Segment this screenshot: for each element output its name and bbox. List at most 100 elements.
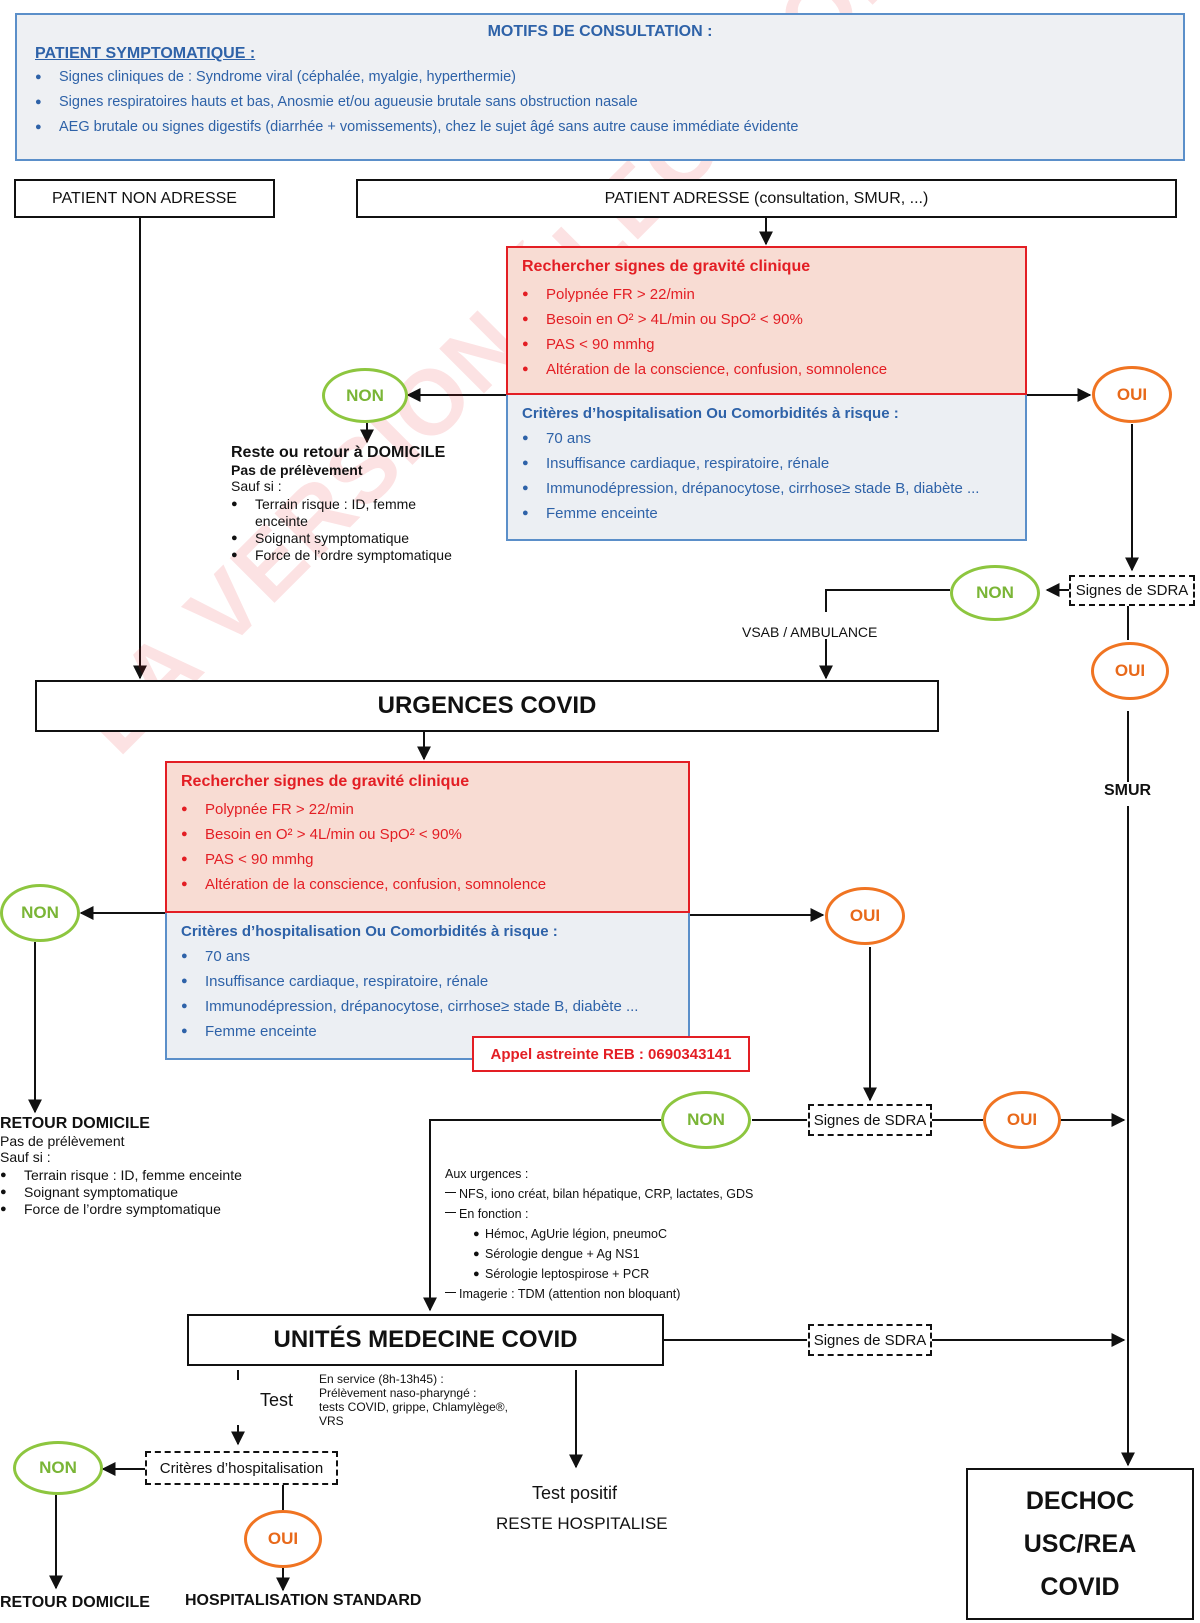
list-item: Signes cliniques de : Syndrome viral (cé… xyxy=(35,65,1165,90)
list-item: Insuffisance cardiaque, respiratoire, ré… xyxy=(181,969,674,994)
unites-medecine-label: UNITÉS MEDECINE COVID xyxy=(273,1326,578,1353)
list-item: Insuffisance cardiaque, respiratoire, ré… xyxy=(522,451,1011,476)
signes-sdra-2: Signes de SDRA xyxy=(808,1104,932,1136)
list-item: Altération de la conscience, confusion, … xyxy=(181,872,674,897)
oui-oval-3: OUI xyxy=(825,887,905,945)
domicile-1-title: Reste ou retour à DOMICILE xyxy=(231,444,446,461)
urgences-covid-box: URGENCES COVID xyxy=(35,680,939,732)
domicile-2-block: RETOUR DOMICILE Pas de prélèvement Sauf … xyxy=(0,1115,300,1218)
oui-label: OUI xyxy=(1114,661,1146,680)
oui-label: OUI xyxy=(267,1529,299,1548)
en-service-block: En service (8h-13h45) : Prélèvement naso… xyxy=(319,1372,559,1428)
list-item: 70 ans xyxy=(181,944,674,969)
gravite-list: Polypnée FR > 22/min Besoin en O² > 4L/m… xyxy=(522,282,1011,382)
gravite-list: Polypnée FR > 22/min Besoin en O² > 4L/m… xyxy=(181,797,674,897)
patient-non-adresse-label: PATIENT NON ADRESSE xyxy=(52,189,237,207)
oui-oval-5: OUI xyxy=(244,1510,322,1568)
oui-oval-1: OUI xyxy=(1092,366,1172,423)
gravite-box-top: Rechercher signes de gravité clinique Po… xyxy=(506,246,1027,395)
list-item: Femme enceinte xyxy=(181,1019,674,1044)
list-item: PAS < 90 mmhg xyxy=(181,847,674,872)
patient-adresse-box: PATIENT ADRESSE (consultation, SMUR, ...… xyxy=(356,179,1177,218)
appel-astreinte-label: Appel astreinte REB : 0690343141 xyxy=(490,1045,732,1063)
patient-non-adresse-box: PATIENT NON ADRESSE xyxy=(14,179,275,218)
list-item: Sérologie leptospirose + PCR xyxy=(473,1264,805,1284)
list-item: PAS < 90 mmhg xyxy=(522,332,1011,357)
dechoc-line: USC/REA xyxy=(1023,1529,1137,1558)
signes-sdra-1: Signes de SDRA xyxy=(1069,575,1195,606)
signes-sdra-label: Signes de SDRA xyxy=(1075,582,1189,599)
aux-urgences-line: En fonction : xyxy=(445,1204,805,1224)
criteres-hospitalisation-box: Critères d’hospitalisation xyxy=(145,1451,338,1485)
non-oval-4: NON xyxy=(661,1091,751,1149)
domicile-1-sub2: Sauf si : xyxy=(231,478,282,494)
hospitalisation-standard-label: HOSPITALISATION STANDARD xyxy=(185,1592,422,1609)
non-label: NON xyxy=(687,1110,725,1129)
dechoc-line: DECHOC xyxy=(1025,1486,1135,1515)
list-item: AEG brutale ou signes digestifs (diarrhé… xyxy=(35,115,1165,140)
urgences-covid-label: URGENCES COVID xyxy=(377,692,597,719)
domicile-1-sub1: Pas de prélèvement xyxy=(231,462,363,478)
list-item: Force de l’ordre symptomatique xyxy=(231,547,531,564)
non-label: NON xyxy=(346,385,384,405)
unites-medecine-box: UNITÉS MEDECINE COVID xyxy=(187,1314,664,1366)
en-service-line: Prélèvement naso-pharyngé : xyxy=(319,1386,477,1400)
criteres-title: Critères d’hospitalisation Ou Comorbidit… xyxy=(522,405,899,422)
oui-label: OUI xyxy=(849,906,881,925)
signes-sdra-label: Signes de SDRA xyxy=(813,1331,927,1349)
non-oval-1: NON xyxy=(322,368,408,423)
motifs-panel: MOTIFS DE CONSULTATION : PATIENT SYMPTOM… xyxy=(15,13,1185,161)
gravite-box-mid: Rechercher signes de gravité clinique Po… xyxy=(165,761,690,913)
list-item: Terrain risque : ID, femme enceinte xyxy=(231,496,455,530)
list-item: Polypnée FR > 22/min xyxy=(181,797,674,822)
list-item: Soignant symptomatique xyxy=(231,530,531,547)
smur-label: SMUR xyxy=(1104,782,1152,799)
list-item: Signes respiratoires hauts et bas, Anosm… xyxy=(35,90,1165,115)
list-item: Altération de la conscience, confusion, … xyxy=(522,357,1011,382)
appel-astreinte-box: Appel astreinte REB : 0690343141 xyxy=(472,1036,750,1072)
list-item: Terrain risque : ID, femme enceinte xyxy=(0,1167,300,1184)
oui-oval-2: OUI xyxy=(1091,642,1169,700)
list-item: Polypnée FR > 22/min xyxy=(522,282,1011,307)
aux-urgences-block: Aux urgences : NFS, iono créat, bilan hé… xyxy=(445,1164,805,1304)
list-item: Besoin en O² > 4L/min ou SpO² < 90% xyxy=(522,307,1011,332)
domicile-2-list: Terrain risque : ID, femme enceinte Soig… xyxy=(0,1167,300,1218)
domicile-2-title: RETOUR DOMICILE xyxy=(0,1115,150,1132)
list-item: Hémoc, AgUrie légion, pneumoC xyxy=(473,1224,805,1244)
retour-domicile-label: RETOUR DOMICILE xyxy=(0,1594,150,1611)
motifs-subtitle: PATIENT SYMPTOMATIQUE : xyxy=(35,45,256,62)
list-item: 70 ans xyxy=(522,426,1011,451)
aux-urgences-line: Imagerie : TDM (attention non bloquant) xyxy=(445,1284,805,1304)
non-oval-2: NON xyxy=(950,565,1040,621)
patient-adresse-label: PATIENT ADRESSE (consultation, SMUR, ...… xyxy=(604,189,929,207)
en-service-line: VRS xyxy=(319,1414,344,1428)
test-label: Test xyxy=(260,1390,294,1410)
signes-sdra-3: Signes de SDRA xyxy=(808,1324,932,1356)
list-item: Immunodépression, drépanocytose, cirrhos… xyxy=(522,476,1011,501)
test-positif-label: Test positif xyxy=(532,1483,618,1503)
reste-hospitalise-label: RESTE HOSPITALISE xyxy=(496,1514,668,1533)
criteres-list: 70 ans Insuffisance cardiaque, respirato… xyxy=(522,426,1011,526)
non-label: NON xyxy=(976,583,1014,602)
criteres-list: 70 ans Insuffisance cardiaque, respirato… xyxy=(181,944,674,1044)
domicile-2-sub2: Sauf si : xyxy=(0,1149,51,1165)
list-item: Sérologie dengue + Ag NS1 xyxy=(473,1244,805,1264)
dechoc-line: COVID xyxy=(1040,1572,1120,1601)
en-service-line: En service (8h-13h45) : xyxy=(319,1372,444,1386)
list-item: Force de l’ordre symptomatique xyxy=(0,1201,300,1218)
gravite-title: Rechercher signes de gravité clinique xyxy=(181,773,470,790)
en-service-line: tests COVID, grippe, Chlamylège®, xyxy=(319,1400,508,1414)
dechoc-box: DECHOC USC/REA COVID xyxy=(966,1468,1194,1620)
oui-label: OUI xyxy=(1006,1110,1038,1129)
oui-oval-4: OUI xyxy=(983,1091,1061,1149)
signes-sdra-label: Signes de SDRA xyxy=(813,1111,927,1129)
list-item: Immunodépression, drépanocytose, cirrhos… xyxy=(181,994,674,1019)
domicile-1-block: Reste ou retour à DOMICILE Pas de prélèv… xyxy=(231,444,531,564)
aux-urgences-line: NFS, iono créat, bilan hépatique, CRP, l… xyxy=(445,1184,805,1204)
criteres-box-mid: Critères d’hospitalisation Ou Comorbidit… xyxy=(165,913,690,1060)
criteres-title: Critères d’hospitalisation Ou Comorbidit… xyxy=(181,923,558,940)
domicile-1-list: Terrain risque : ID, femme enceinte Soig… xyxy=(231,496,531,564)
gravite-title: Rechercher signes de gravité clinique xyxy=(522,258,811,275)
motifs-title: MOTIFS DE CONSULTATION : xyxy=(487,23,713,40)
non-label: NON xyxy=(39,1458,77,1477)
